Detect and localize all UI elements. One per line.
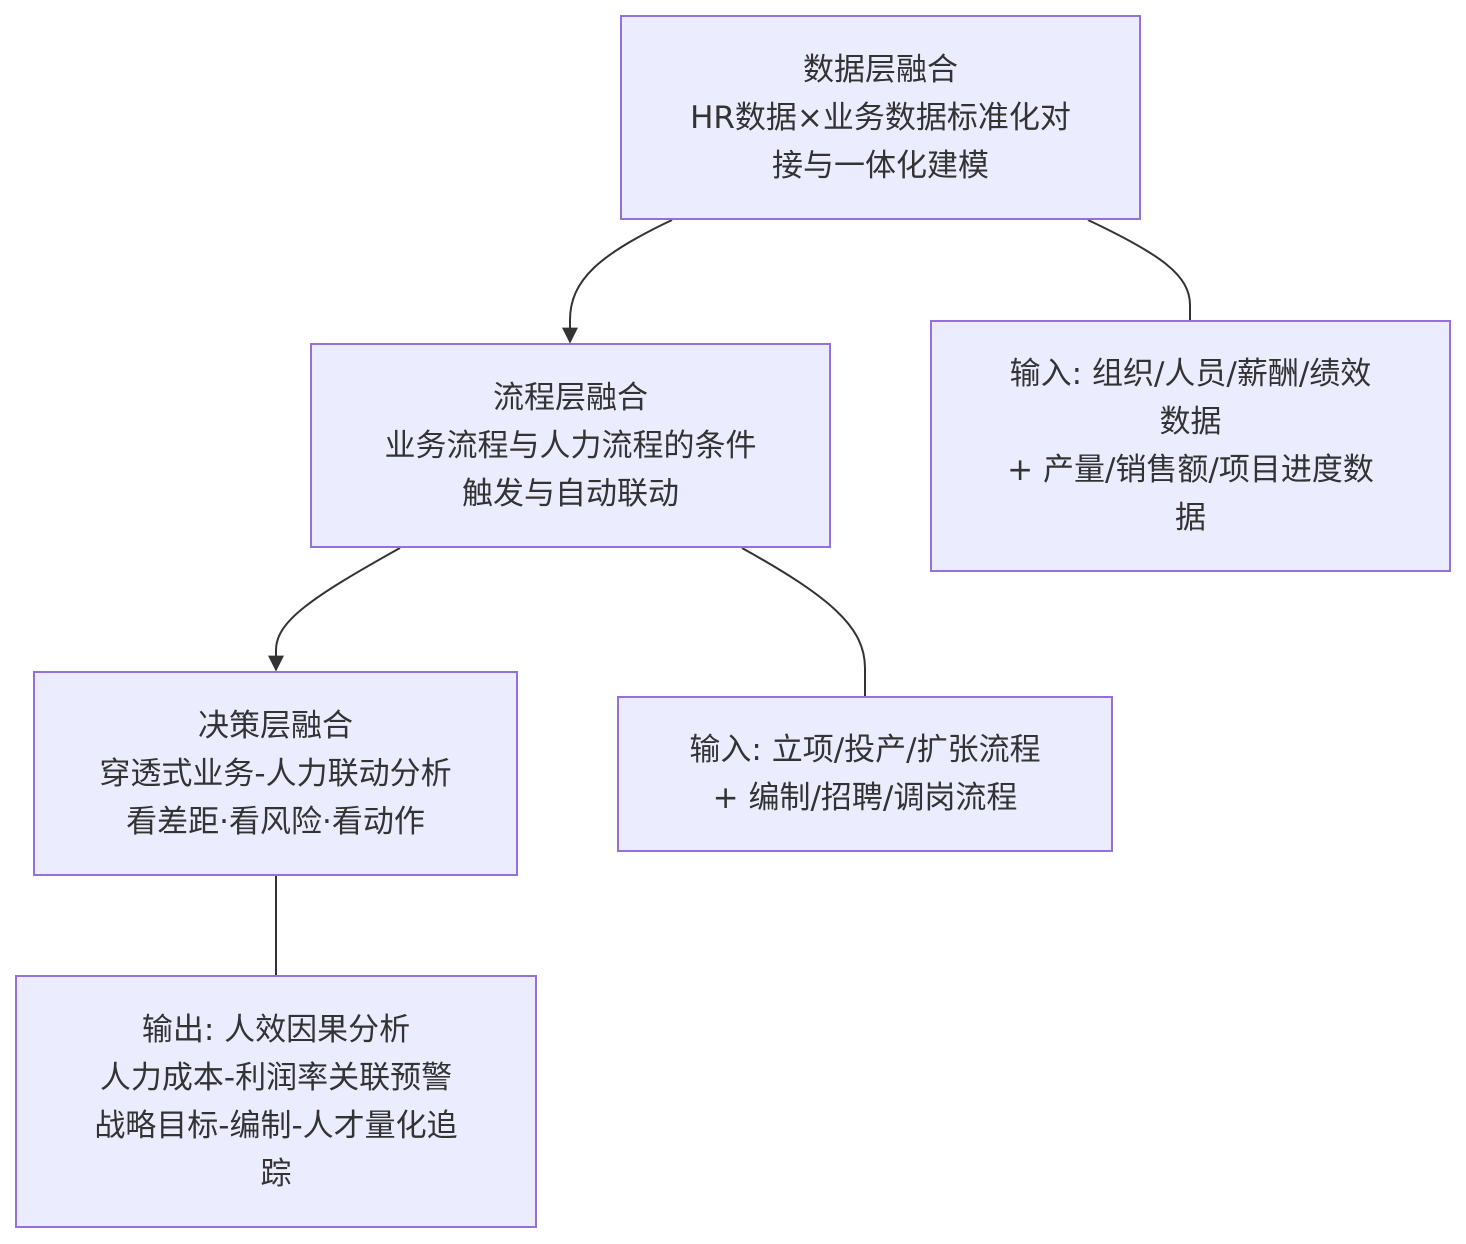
- node-text-line: 踪: [260, 1155, 292, 1192]
- node-data-input[interactable]: 输入: 组织/人员/薪酬/绩效数据 + 产量/销售额/项目进度数据: [930, 320, 1451, 572]
- node-process-input[interactable]: 输入: 立项/投产/扩张流程 + 编制/招聘/调岗流程: [617, 696, 1113, 852]
- edge-process-to-process-input: [741, 547, 866, 696]
- node-text-line: 穿透式业务-人力联动分析: [99, 755, 452, 792]
- edge-data-to-data-input: [1087, 219, 1191, 320]
- node-text-line: 数据: [1159, 404, 1222, 440]
- node-text-line: 数据层融合: [803, 51, 958, 88]
- edge-process-to-decision: [268, 547, 401, 672]
- node-text-line: 输入: 立项/投产/扩张流程: [689, 732, 1041, 768]
- node-text-line: 战略目标-编制-人才量化追: [94, 1107, 458, 1144]
- node-text-line: 接与一体化建模: [772, 147, 989, 184]
- node-data-layer[interactable]: 数据层融合 HR数据×业务数据标准化对接与一体化建模: [620, 15, 1141, 220]
- node-text-line: 流程层融合: [493, 379, 648, 416]
- node-text-line: 据: [1175, 500, 1206, 536]
- edge-data-to-process: [562, 219, 673, 344]
- node-text-line: 人力成本-利润率关联预警: [99, 1059, 453, 1096]
- node-text-line: HR数据×业务数据标准化对: [690, 99, 1071, 136]
- node-text-line: 输入: 组织/人员/薪酬/绩效: [1009, 356, 1372, 392]
- node-text-line: 触发与自动联动: [462, 475, 679, 512]
- node-text-line: + 产量/销售额/项目进度数: [1007, 452, 1374, 488]
- node-decision-layer[interactable]: 决策层融合穿透式业务-人力联动分析看差距·看风险·看动作: [33, 671, 518, 876]
- node-text-line: + 编制/招聘/调岗流程: [712, 780, 1018, 816]
- node-process-layer[interactable]: 流程层融合业务流程与人力流程的条件触发与自动联动: [310, 343, 831, 548]
- node-text-line: 业务流程与人力流程的条件: [384, 427, 757, 464]
- node-decision-output[interactable]: 输出: 人效因果分析人力成本-利润率关联预警战略目标-编制-人才量化追踪: [15, 975, 537, 1228]
- node-text-line: 输出: 人效因果分析: [141, 1011, 411, 1048]
- node-text-line: 决策层融合: [198, 707, 353, 744]
- node-text-line: 看差距·看风险·看动作: [126, 803, 425, 840]
